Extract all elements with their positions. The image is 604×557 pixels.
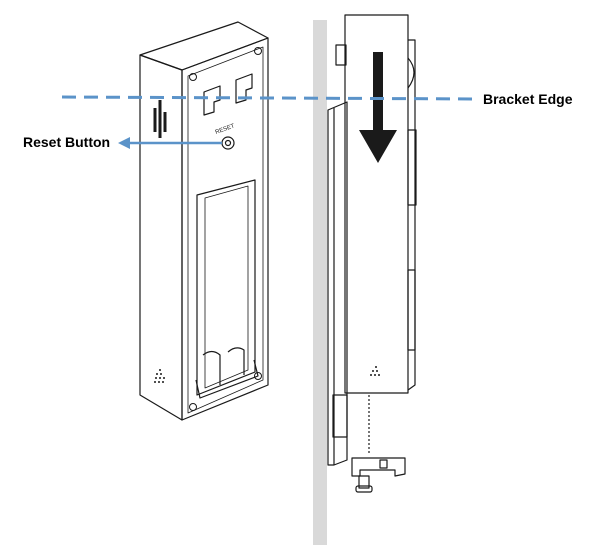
screw-holes [189, 47, 262, 411]
bracket-edge-line [61, 95, 481, 101]
bracket-edge-label: Bracket Edge [483, 91, 573, 107]
speaker-grille-icon [153, 100, 167, 138]
reset-callout-arrowhead [118, 137, 130, 149]
reset-button [221, 136, 235, 150]
mounting-hooks [203, 73, 253, 116]
device-top-face [139, 21, 269, 71]
mic-holes-icon [154, 369, 165, 383]
bottom-screw [351, 457, 406, 493]
reset-engraving: RESET [215, 123, 236, 136]
doorbell-body [335, 14, 417, 394]
wall-side-view [313, 14, 417, 545]
wire-recess [195, 179, 259, 399]
wall [313, 20, 327, 545]
device-back-face [181, 37, 269, 421]
doorbell-back-view: RESET [139, 21, 269, 421]
mounting-bracket [327, 101, 348, 466]
reset-button-label: Reset Button [23, 134, 111, 150]
down-arrow-icon [359, 52, 397, 163]
callouts [61, 95, 481, 149]
bottom-mic-holes [370, 366, 380, 376]
